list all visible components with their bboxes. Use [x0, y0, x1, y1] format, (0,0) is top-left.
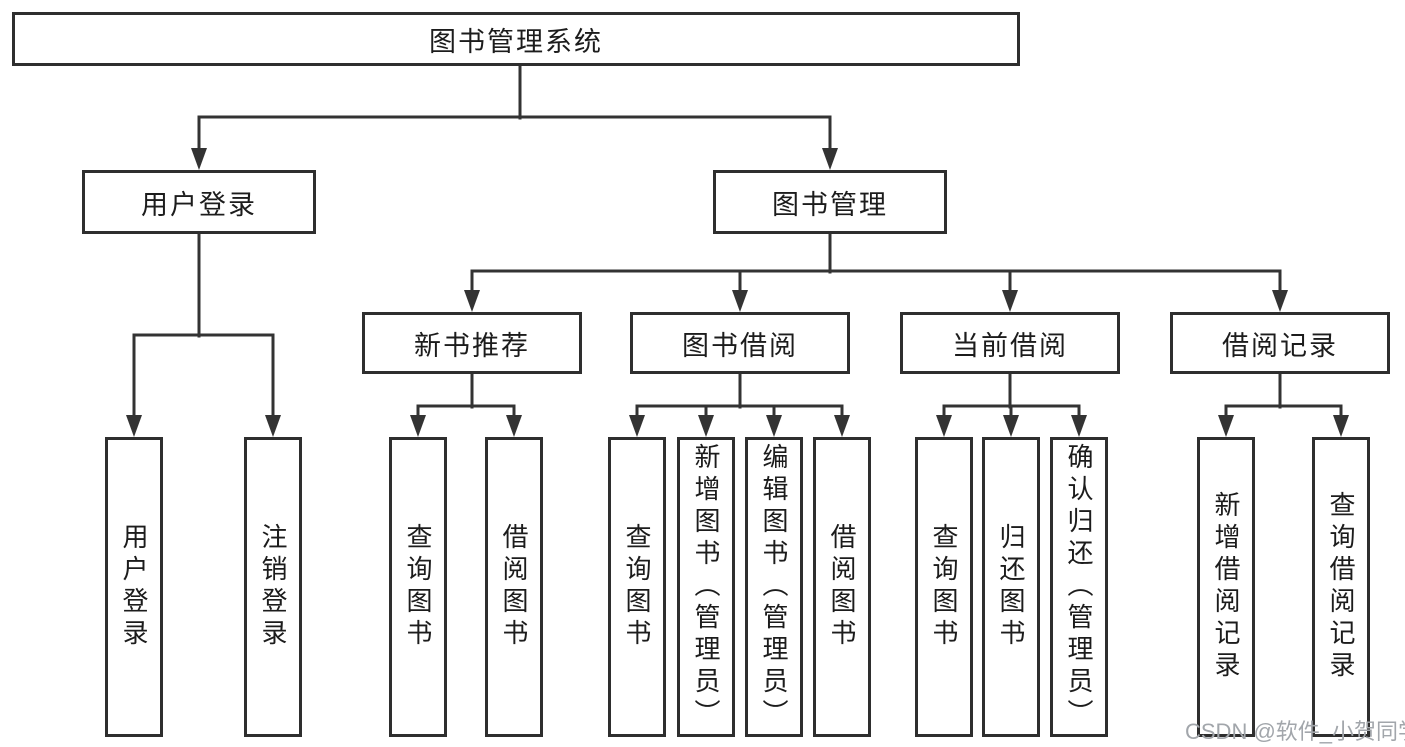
arrowhead-borrow-record-0 [1218, 415, 1234, 437]
leaf-query-book-borrow: 查询图书 [608, 437, 666, 737]
leaf-query-book-recommend: 查询图书 [389, 437, 447, 737]
leaf-add-borrow-record: 新增借阅记录 [1197, 437, 1255, 737]
arrowhead-root-0 [191, 148, 207, 170]
arrowhead-book-mgmt-2 [1002, 290, 1018, 312]
arrowhead-borrow-record-1 [1333, 415, 1349, 437]
arrowhead-book-borrow-2 [766, 415, 782, 437]
watermark: CSDN @软件_小贺同学 [1185, 719, 1405, 744]
arrowhead-book-mgmt-3 [1272, 290, 1288, 312]
node-new-book-recommend: 新书推荐 [362, 312, 582, 374]
arrowhead-current-borrow-2 [1071, 415, 1087, 437]
leaf-confirm-return-admin: 确认归还（管理员） [1050, 437, 1108, 737]
leaf-edit-book-admin: 编辑图书（管理员） [745, 437, 803, 737]
node-user-login: 用户登录 [82, 170, 316, 234]
leaf-user-login: 用户登录 [105, 437, 163, 737]
arrowhead-book-mgmt-1 [732, 290, 748, 312]
arrowhead-new-book-0 [410, 415, 426, 437]
node-borrow-record: 借阅记录 [1170, 312, 1390, 374]
arrowhead-new-book-1 [506, 415, 522, 437]
leaf-query-borrow-record: 查询借阅记录 [1312, 437, 1370, 737]
leaf-query-book-current: 查询图书 [915, 437, 973, 737]
arrowhead-current-borrow-0 [936, 415, 952, 437]
node-book-borrow: 图书借阅 [630, 312, 850, 374]
node-book-management: 图书管理 [713, 170, 947, 234]
arrowhead-book-mgmt-0 [464, 290, 480, 312]
arrowhead-book-borrow-3 [834, 415, 850, 437]
arrowhead-book-borrow-0 [629, 415, 645, 437]
leaf-borrow-book-recommend: 借阅图书 [485, 437, 543, 737]
leaf-borrow-book: 借阅图书 [813, 437, 871, 737]
leaf-return-book: 归还图书 [982, 437, 1040, 737]
leaf-logout: 注销登录 [244, 437, 302, 737]
node-root: 图书管理系统 [12, 12, 1020, 66]
arrowhead-user-login-1 [265, 415, 281, 437]
arrowhead-book-borrow-1 [698, 415, 714, 437]
arrowhead-user-login-0 [126, 415, 142, 437]
node-current-borrow: 当前借阅 [900, 312, 1120, 374]
arrowhead-current-borrow-1 [1003, 415, 1019, 437]
leaf-add-book-admin: 新增图书（管理员） [677, 437, 735, 737]
arrowhead-root-1 [822, 148, 838, 170]
